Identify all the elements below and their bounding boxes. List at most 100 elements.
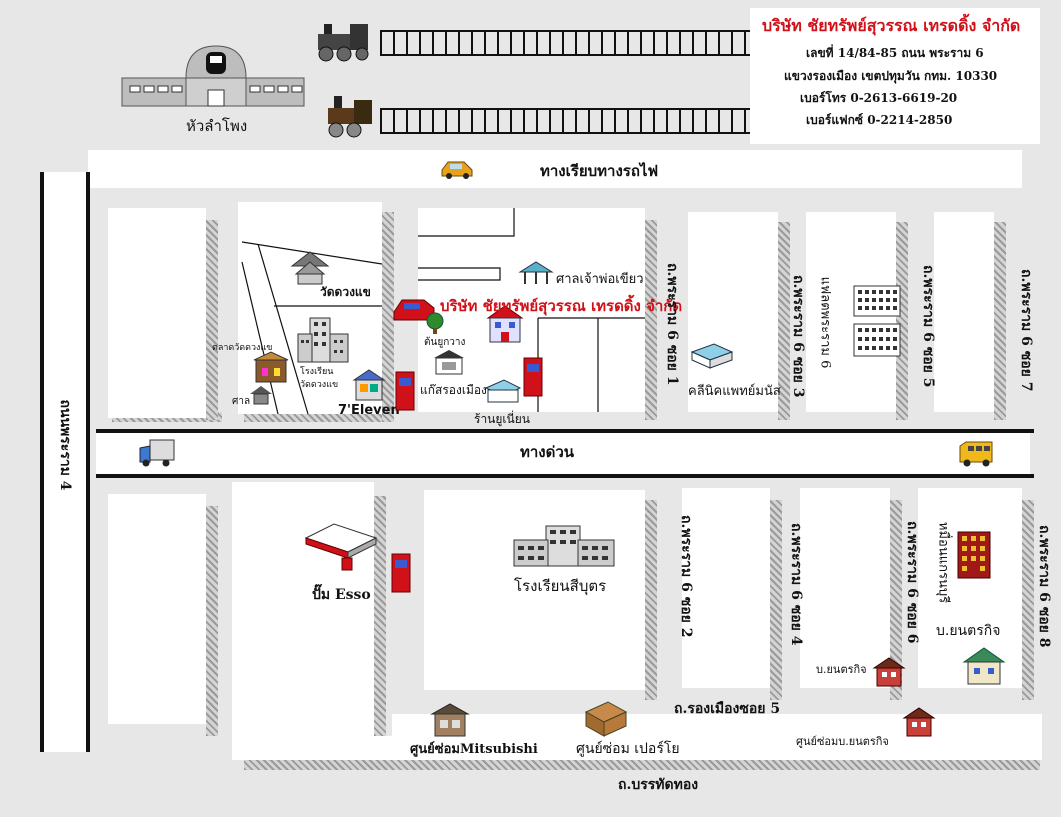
bottom-road-shadow [244,760,1040,770]
block-a-shadow-side [206,220,218,420]
shop-icon [430,703,470,737]
school-wat-label: โรงเรียนวัดดวงแข [300,367,339,390]
sala-chao-pho-label: ศาลเจ้าพ่อเขียว [556,272,644,287]
shop-icon [484,379,522,403]
expressway-label: ทางด่วน [520,443,575,461]
steam-locomotive-icon [328,96,372,138]
railway-track-bottom [380,108,752,134]
block-a [108,208,206,418]
rama4-line-right [86,172,90,752]
red-car-icon [523,357,543,397]
seven-eleven-label: 7'Eleven [338,403,400,418]
block-d-shadow-side [778,222,790,420]
train-station-icon [121,45,305,107]
red-car-icon [391,553,411,593]
block-g [108,494,206,724]
block-d [688,212,778,412]
company-map-label: บริษัท ชัยทรัพย์สุวรรณ เทรดดิ้ง จำกัด [440,297,683,315]
yontrakit-small-label: บ.ยนตรกิจ [816,663,867,676]
pavilion-icon [250,386,272,405]
soi3-label: ถ.พระราม 6 ซอย 3 [790,275,806,398]
soi5-label: ถ.พระราม 6 ซอย 5 [920,265,936,388]
company-building-icon [486,305,524,343]
wat-duang-khae-label: วัดดวงแข [320,285,371,299]
clinic-label: คลีนิคแพทย์มนัส [688,384,781,399]
company-fax: เบอร์แฟกซ์ 0-2214-2850 [806,113,953,127]
block-f-shadow-side [994,222,1006,420]
red-car-icon [395,371,415,411]
expressway [96,431,1030,477]
bottom-road [392,714,1042,760]
rama4-label: ถนนพระราม 4 [57,399,73,491]
shop-icon [253,351,289,383]
railway-road [88,150,1022,188]
talat-wat-label: ตลาดวัดดวงแข [212,343,273,353]
service-peugeot-label: ศูนย์ซ่อม เปอร์โย [576,741,680,757]
shop-icon [434,350,464,375]
block-f [934,212,994,412]
school-satri-label: โรงเรียนสีบุตร [514,577,607,595]
esso-label: ปั๊ม Esso [312,587,371,603]
tree-icon [426,312,444,334]
house-icon [902,707,936,737]
block-b-shadow [244,412,394,422]
soi7-label: ถ.พระราม 6 ซอย 7 [1018,269,1034,392]
school-building-icon [513,525,615,567]
company-info-box [750,8,1040,144]
banthat-thong-label: ถ.บรรทัดทอง [618,777,699,793]
block-h-shadow-side [374,496,386,736]
block-l [918,488,1022,688]
house-icon [962,647,1006,685]
rama4-road [44,172,88,752]
temple-icon [290,251,330,285]
office-tower-icon [957,531,991,579]
service-mitsubishi-label: ศูนย์ซ่อมMitsubishi [410,742,538,757]
truck-icon [139,439,175,467]
ran-yu-nian-label: ร้านยูเนี่ยน [474,412,530,426]
yontrakit-big-label: บ.ยนตรกิจ [936,623,1001,639]
company-phone: เบอร์โทร 0-2613-6619-20 [800,91,958,105]
soi6-label: ถ.พระราม 6 ซอย 6 [904,521,920,644]
red-car-icon [393,299,435,321]
company-address-line1: เลขที่ 14/84-85 ถนน พระราม 6 [806,46,984,60]
rong-muang-soi5-label: ถ.รองเมืองซอย 5 [674,701,781,717]
service-yontrakit-label: ศูนย์ซ่อมบ.ยนตรกิจ [796,735,889,748]
bottom-road-left [232,736,396,760]
gas-station-icon [304,523,378,571]
block-h [232,482,374,736]
block-g-shadow-side [206,506,218,736]
ton-pho-label: ต้นยูกวาง [424,337,466,348]
rama4-line-left [40,172,44,752]
block-k [800,488,890,688]
house-icon [872,657,906,687]
block-j [682,488,770,688]
railway-track-top [380,30,752,56]
railway-road-label: ทางเรียบทางรถไฟ [540,162,659,180]
company-name: บริษัท ชัยทรัพย์สุวรรณ เทรดดิ้ง จำกัด [762,16,1021,35]
sala-label: ศาล [232,396,251,407]
block-e-shadow-side [896,222,908,420]
kaset-label: แก๊สรองเมือง [420,383,487,397]
yontrakit-branch-label: หมื่อนแกรนบุรี [935,521,951,604]
shop-icon [584,701,628,737]
expressway-line-top [96,429,1034,433]
taxi-icon [441,161,473,179]
soi4-label: ถ.พระราม 6 ซอย 4 [788,523,804,646]
company-address-line2: แขวงรองเมือง เขตปทุมวัน กทม. 10330 [784,69,998,83]
flats-label: แฟลตพระราม 6 [817,276,833,369]
soi1-label: ถ.พระราม 6 ซอย 1 [664,263,680,386]
office-tower-icon [853,285,901,357]
pavilion-icon [518,261,554,284]
soi2-label: ถ.พระราม 6 ซอย 2 [678,515,694,638]
block-b-shadow-side [382,212,394,422]
block-k-shadow-side [890,500,902,700]
block-l-shadow-side [1022,500,1034,700]
school-building-icon [297,317,349,363]
block-i [424,490,645,690]
bus-icon [959,441,993,467]
block-j-shadow-side [770,500,782,700]
shop-icon [352,369,386,401]
block-i-shadow-side [645,500,657,700]
block-c-shadow-side [645,220,657,420]
soi8-label: ถ.พระราม 6 ซอย 8 [1036,525,1052,648]
